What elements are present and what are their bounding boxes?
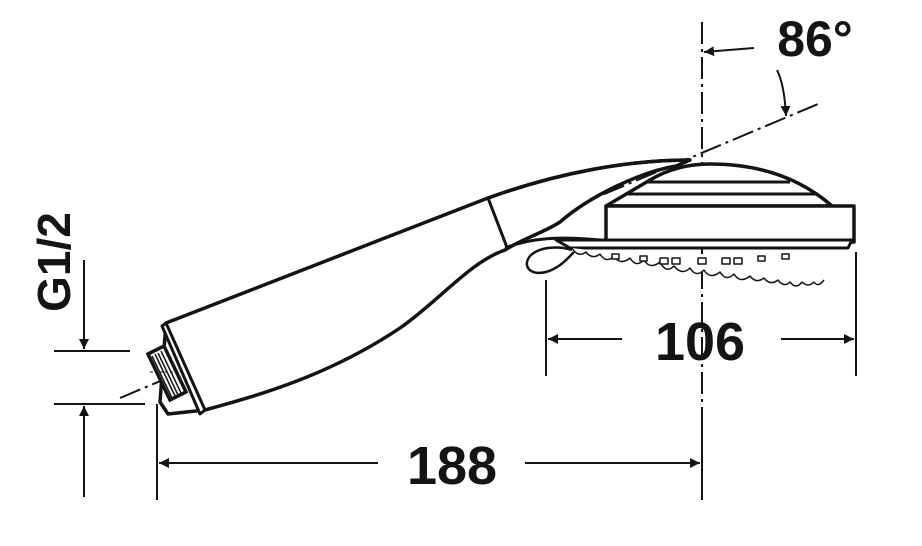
handle-top-edge — [487, 158, 691, 200]
dimension-106 — [545, 252, 857, 376]
dimension-g12 — [54, 260, 145, 497]
handle — [158, 158, 692, 416]
dimension-188-label: 188 — [407, 436, 497, 496]
spray-nozzles — [571, 247, 825, 287]
hanging-loop — [525, 246, 575, 275]
thread-size-label: G1/2 — [28, 212, 80, 312]
handle-body — [158, 158, 692, 416]
shower-head — [525, 162, 856, 287]
angle-label: 86° — [777, 11, 853, 67]
dimension-106-label: 106 — [655, 312, 745, 372]
grip-split-line — [486, 197, 510, 251]
thread-connector — [145, 343, 189, 403]
spray-plate — [554, 238, 854, 250]
handle-end-cap — [160, 321, 207, 416]
angle-indicator — [703, 46, 791, 117]
dimension-188 — [156, 404, 703, 500]
head-body — [604, 204, 856, 244]
